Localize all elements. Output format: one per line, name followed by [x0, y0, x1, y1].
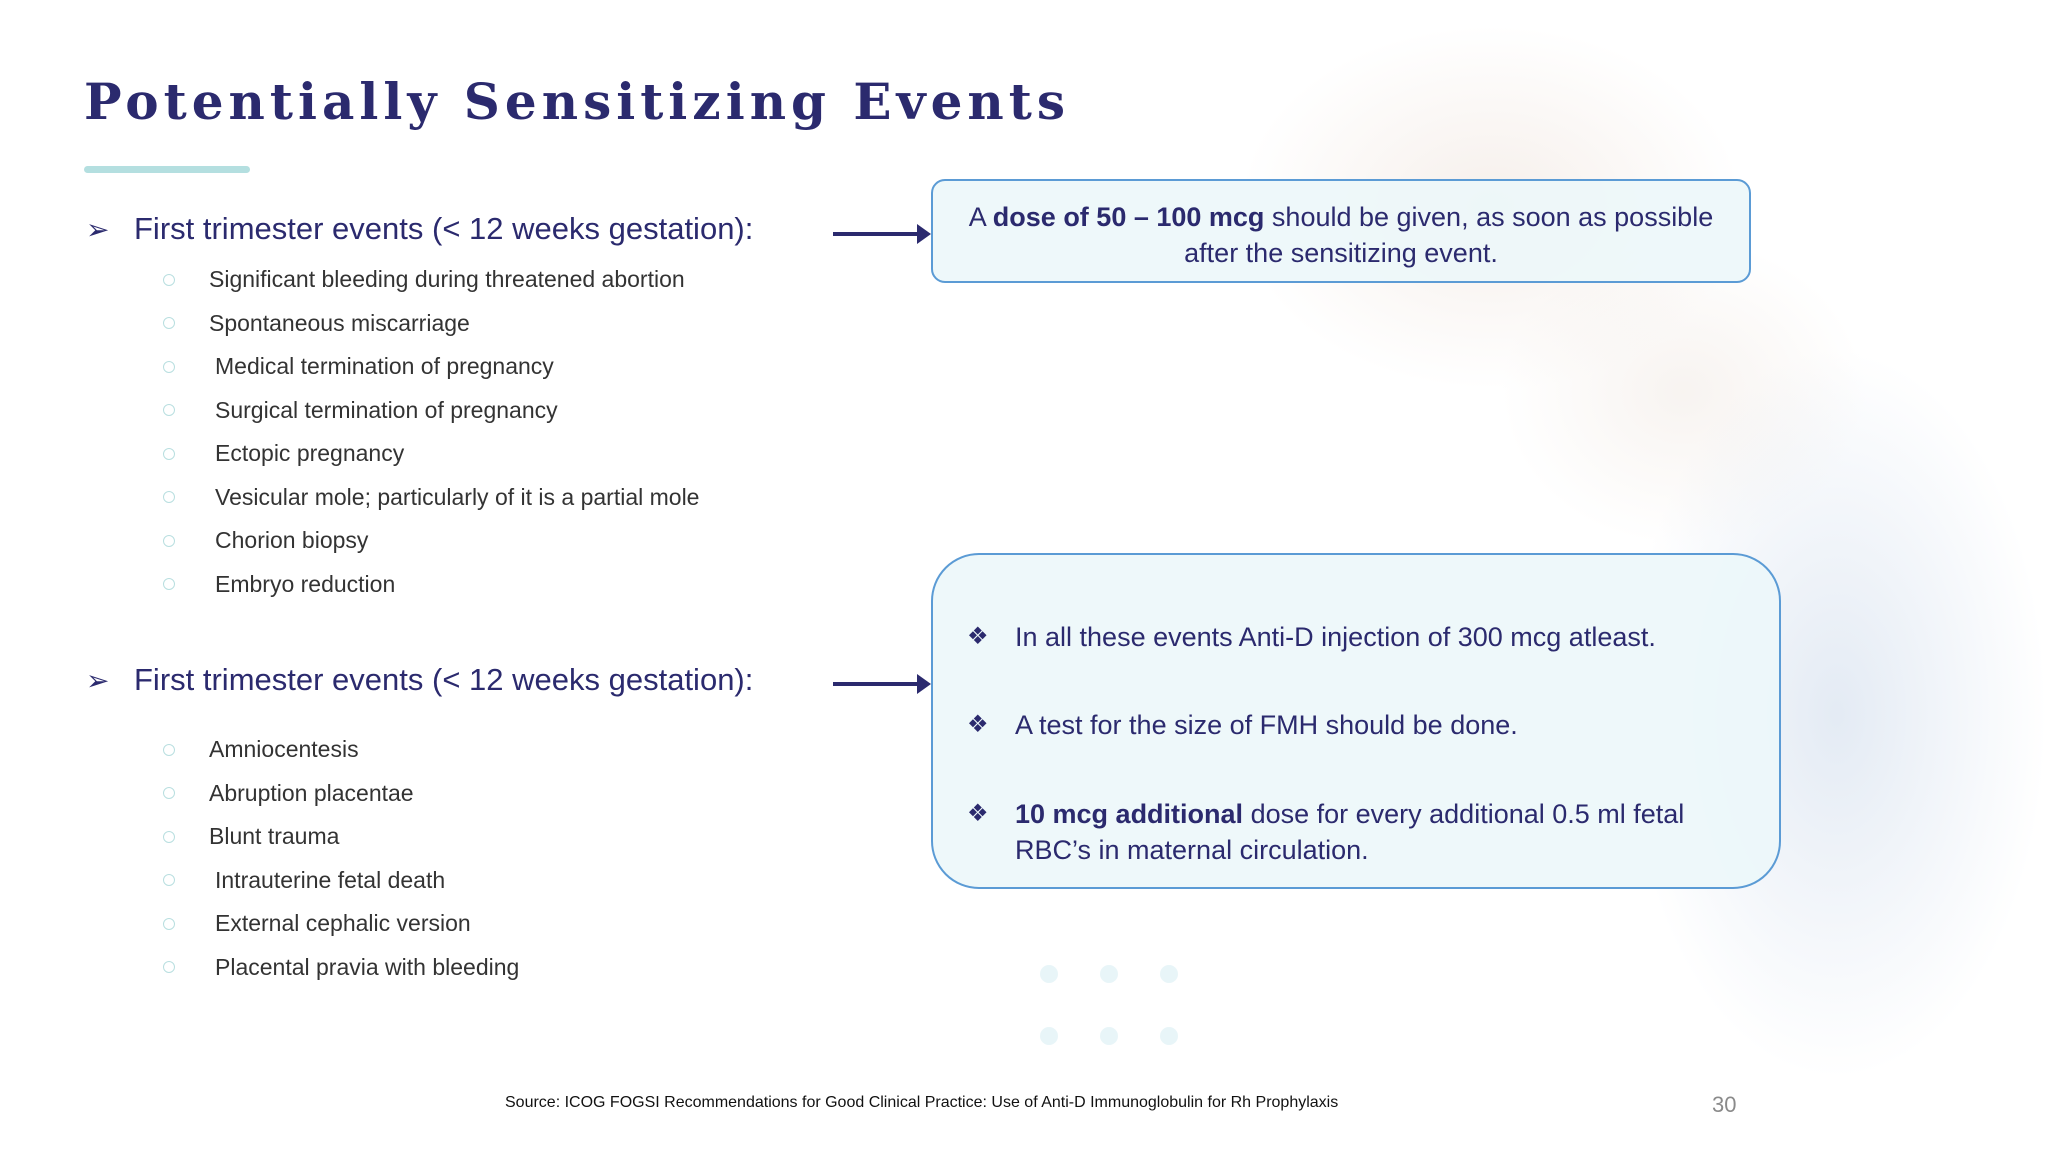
section-heading-1-text: First trimester events (< 12 weeks gesta… — [134, 211, 754, 246]
list-item: Blunt trauma — [163, 815, 519, 859]
slide-title: Potentially Sensitizing Events — [84, 72, 1070, 131]
circle-bullet-icon — [163, 787, 175, 800]
guidance-point-3: ❖ 10 mcg additional dose for every addit… — [967, 796, 1739, 868]
diamond-bullet-icon: ❖ — [967, 711, 989, 738]
guidance-point-1: ❖ In all these events Anti-D injection o… — [967, 619, 1656, 655]
list-item: Abruption placentae — [163, 772, 519, 816]
list-item: Medical termination of pregnancy — [163, 345, 699, 389]
list-item: Placental pravia with bleeding — [163, 946, 519, 990]
diamond-bullet-icon: ❖ — [967, 800, 989, 827]
section-heading-2-text: First trimester events (< 12 weeks gesta… — [134, 662, 754, 697]
circle-bullet-icon — [163, 447, 175, 460]
circle-bullet-icon — [163, 874, 175, 887]
guidance-callout-box: ❖ In all these events Anti-D injection o… — [931, 553, 1781, 889]
diamond-bullet-icon: ❖ — [967, 623, 989, 650]
source-citation: Source: ICOG FOGSI Recommendations for G… — [505, 1094, 1339, 1111]
circle-bullet-icon — [163, 578, 175, 591]
circle-bullet-icon — [163, 830, 175, 843]
arrow-bullet-icon: ➢ — [86, 213, 110, 245]
list-item: Ectopic pregnancy — [163, 432, 699, 476]
title-accent-bar — [84, 166, 250, 173]
circle-bullet-icon — [163, 360, 175, 373]
dose-highlight: dose of 50 – 100 mcg — [992, 202, 1265, 232]
section-2-list: Amniocentesis Abruption placentae Blunt … — [163, 728, 519, 989]
decorative-dots — [1040, 965, 1180, 1085]
list-item: External cephalic version — [163, 902, 519, 946]
right-arrow-icon — [833, 224, 931, 244]
right-arrow-icon — [833, 674, 931, 694]
section-heading-2: ➢ First trimester events (< 12 weeks ges… — [86, 662, 753, 698]
dose-callout-box: A dose of 50 – 100 mcg should be given, … — [931, 179, 1751, 283]
circle-bullet-icon — [163, 743, 175, 756]
list-item: Spontaneous miscarriage — [163, 302, 699, 346]
arrow-bullet-icon: ➢ — [86, 664, 110, 696]
circle-bullet-icon — [163, 273, 175, 286]
circle-bullet-icon — [163, 491, 175, 504]
list-item: Amniocentesis — [163, 728, 519, 772]
list-item: Surgical termination of pregnancy — [163, 389, 699, 433]
page-number: 30 — [1712, 1092, 1737, 1117]
list-item: Vesicular mole; particularly of it is a … — [163, 476, 699, 520]
circle-bullet-icon — [163, 917, 175, 930]
circle-bullet-icon — [163, 404, 175, 417]
list-item: Chorion biopsy — [163, 519, 699, 563]
circle-bullet-icon — [163, 534, 175, 547]
list-item: Embryo reduction — [163, 563, 699, 607]
section-1-list: Significant bleeding during threatened a… — [163, 258, 699, 606]
circle-bullet-icon — [163, 317, 175, 330]
section-heading-1: ➢ First trimester events (< 12 weeks ges… — [86, 211, 753, 247]
circle-bullet-icon — [163, 961, 175, 974]
list-item: Intrauterine fetal death — [163, 859, 519, 903]
list-item: Significant bleeding during threatened a… — [163, 258, 699, 302]
guidance-point-2: ❖ A test for the size of FMH should be d… — [967, 707, 1518, 743]
